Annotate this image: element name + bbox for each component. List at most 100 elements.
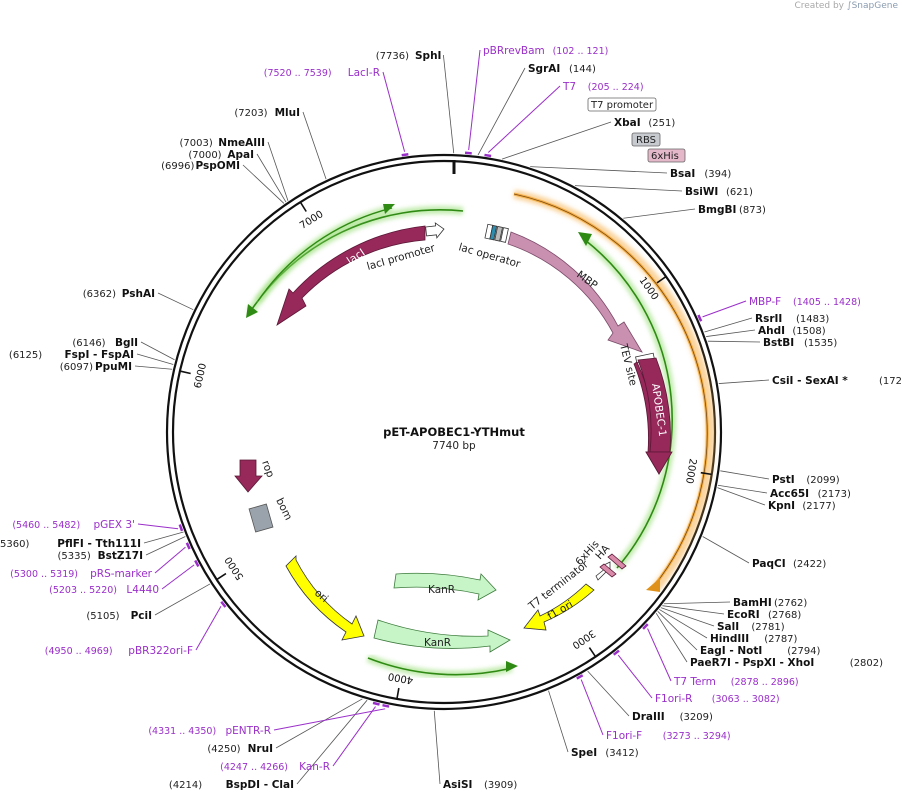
primer-binding-mark bbox=[697, 314, 703, 322]
enzyme-site[interactable]: KpnI(2177) bbox=[768, 500, 836, 512]
enzyme-site[interactable]: PstI(2099) bbox=[772, 474, 840, 486]
enzyme-leader bbox=[530, 166, 668, 174]
primer-range: (7520 .. 7539) bbox=[264, 68, 332, 79]
enzyme-site[interactable]: BamHI(2762) bbox=[733, 597, 807, 609]
enzyme-site[interactable]: SgrAI(144) bbox=[528, 63, 596, 75]
f1-ori-label: f1 ori bbox=[546, 599, 576, 623]
enzyme-site[interactable]: BmgBI(873) bbox=[698, 204, 766, 216]
primer[interactable]: pBRrevBam(102 .. 121) bbox=[483, 45, 608, 57]
enzyme-site[interactable]: MluI(7203) bbox=[234, 107, 300, 119]
enzyme-site[interactable]: DraIII(3209) bbox=[632, 711, 713, 723]
t7-promoter-tag bbox=[587, 97, 657, 112]
enzyme-leader bbox=[157, 292, 194, 311]
primer-leader bbox=[273, 708, 386, 731]
enzyme-site[interactable]: NmeAIII(7003) bbox=[180, 137, 265, 149]
enzyme-site[interactable]: BspDI - ClaI(4214) bbox=[169, 779, 294, 791]
primer[interactable]: T7 Term(2878 .. 2896) bbox=[673, 676, 799, 688]
snapgene-logo-icon: ∫ bbox=[846, 1, 852, 11]
enzyme-leader bbox=[140, 341, 175, 361]
primer[interactable]: MBP-F(1405 .. 1428) bbox=[749, 296, 861, 308]
enzyme-name: EcoRI bbox=[727, 609, 760, 621]
tick-label: 4000 bbox=[387, 670, 414, 685]
enzyme-site[interactable]: (7736)SphI bbox=[376, 50, 442, 62]
enzyme-site[interactable]: Acc65I(2173) bbox=[770, 488, 851, 500]
primer-binding-mark bbox=[178, 524, 184, 532]
enzyme-leader bbox=[657, 611, 698, 651]
orf-orange-arrowhead bbox=[646, 578, 660, 592]
enzyme-site[interactable]: SalI(2781) bbox=[717, 621, 785, 633]
mbp-arrow bbox=[507, 231, 643, 353]
enzyme-position: (7003) bbox=[180, 138, 213, 149]
enzyme-leader bbox=[501, 121, 612, 160]
enzyme-site[interactable]: RsrII(1483) bbox=[755, 313, 829, 325]
enzyme-leader bbox=[717, 487, 766, 506]
enzyme-leader bbox=[720, 470, 770, 480]
enzyme-site[interactable]: AhdI(1508) bbox=[758, 325, 826, 337]
enzyme-name: SpeI bbox=[571, 747, 597, 759]
primer[interactable]: F1ori-R(3063 .. 3082) bbox=[655, 693, 780, 705]
enzyme-site[interactable]: PflFI - Tth111I(5360) bbox=[0, 538, 141, 550]
enzyme-site[interactable]: BstBI(1535) bbox=[763, 337, 837, 349]
primer[interactable]: pGEX 3'(5460 .. 5482) bbox=[12, 519, 135, 531]
primer-binding-mark bbox=[484, 153, 492, 158]
enzyme-name: BsaI bbox=[670, 168, 695, 180]
orf-orange-line bbox=[513, 193, 708, 587]
enzyme-site[interactable]: BglI(6146) bbox=[72, 337, 138, 349]
enzyme-site[interactable]: PciI(5105) bbox=[86, 610, 152, 622]
enzyme-site[interactable]: PshAI(6362) bbox=[83, 288, 155, 300]
enzyme-name: EagI - NotI bbox=[700, 645, 762, 657]
primer[interactable]: T7(205 .. 224) bbox=[562, 81, 644, 93]
enzyme-leader bbox=[717, 484, 768, 494]
enzyme-site[interactable]: BsaI (394) bbox=[670, 168, 731, 180]
enzyme-leader bbox=[706, 329, 756, 337]
tick-line bbox=[588, 647, 597, 658]
enzyme-site[interactable]: CsiI - SexAI *(1720) bbox=[772, 375, 902, 387]
enzyme-site[interactable]: HindIII(2787) bbox=[710, 633, 798, 645]
enzyme-name: PciI bbox=[131, 610, 152, 622]
primer[interactable]: pBR322ori-F(4950 .. 4969) bbox=[45, 645, 193, 657]
enzyme-name: HindIII bbox=[710, 633, 749, 645]
enzyme-leader bbox=[443, 54, 455, 154]
primer[interactable]: F1ori-F(3273 .. 3294) bbox=[606, 730, 731, 742]
primer-leader-lines bbox=[137, 49, 747, 767]
enzyme-site[interactable]: PspOMI(6996) bbox=[161, 160, 240, 172]
enzyme-position: (1535) bbox=[804, 338, 837, 349]
enzyme-site[interactable]: EcoRI (2768) bbox=[727, 609, 801, 621]
enzyme-position: (394) bbox=[704, 169, 731, 180]
enzyme-position: (5360) bbox=[0, 539, 29, 550]
enzyme-site[interactable]: FspI - FspAI(6125) bbox=[9, 349, 134, 361]
enzyme-site[interactable]: BstZ17I(5335) bbox=[58, 550, 143, 562]
t7-promoter-label: T7 promoter bbox=[590, 100, 654, 111]
enzyme-site[interactable]: PaqCI(2422) bbox=[752, 558, 826, 570]
enzyme-site[interactable]: SpeI(3412) bbox=[571, 747, 639, 759]
enzyme-site[interactable]: NruI(4250) bbox=[207, 743, 273, 755]
primer[interactable]: L4440(5203 .. 5220) bbox=[49, 584, 159, 596]
plasmid-name: pET-APOBEC1-YTHmut bbox=[383, 425, 525, 439]
enzyme-leader bbox=[660, 607, 715, 627]
enzyme-site[interactable]: AsiSI(3909) bbox=[443, 779, 517, 791]
enzyme-position: (1720) bbox=[879, 376, 902, 387]
enzyme-site[interactable]: ApaI(7000) bbox=[188, 149, 254, 161]
enzyme-leader bbox=[256, 153, 287, 203]
enzyme-site[interactable]: PaeR7I - PspXI - XhoI(2802) bbox=[690, 657, 883, 669]
enzyme-position: (2768) bbox=[768, 610, 801, 621]
primer-binding-mark bbox=[382, 703, 390, 708]
primer-leader bbox=[161, 564, 195, 590]
enzyme-site[interactable]: XbaI(251) bbox=[614, 117, 675, 129]
primer[interactable]: pRS-marker(5300 .. 5319) bbox=[10, 568, 153, 580]
enzyme-site[interactable]: BsiWI(621) bbox=[685, 186, 753, 198]
primer[interactable]: Kan-R(4247 .. 4266) bbox=[220, 761, 330, 773]
primer-binding-mark bbox=[401, 153, 409, 157]
enzyme-site[interactable]: EagI - NotI(2794) bbox=[700, 645, 821, 657]
enzyme-leader bbox=[267, 141, 289, 201]
ha-box bbox=[607, 553, 627, 570]
primer-range: (4950 .. 4969) bbox=[45, 646, 113, 657]
primer-range: (3273 .. 3294) bbox=[663, 731, 731, 742]
primer[interactable]: pENTR-R(4331 .. 4350) bbox=[148, 725, 271, 737]
primer-leader bbox=[195, 605, 222, 651]
enzyme-name: PshAI bbox=[122, 288, 155, 300]
enzyme-leader bbox=[655, 612, 688, 663]
primer[interactable]: LacI-R(7520 .. 7539) bbox=[264, 67, 380, 79]
enzyme-site[interactable]: PpuMI(6097) bbox=[60, 361, 132, 373]
orf-green-left2-arc bbox=[257, 207, 393, 302]
